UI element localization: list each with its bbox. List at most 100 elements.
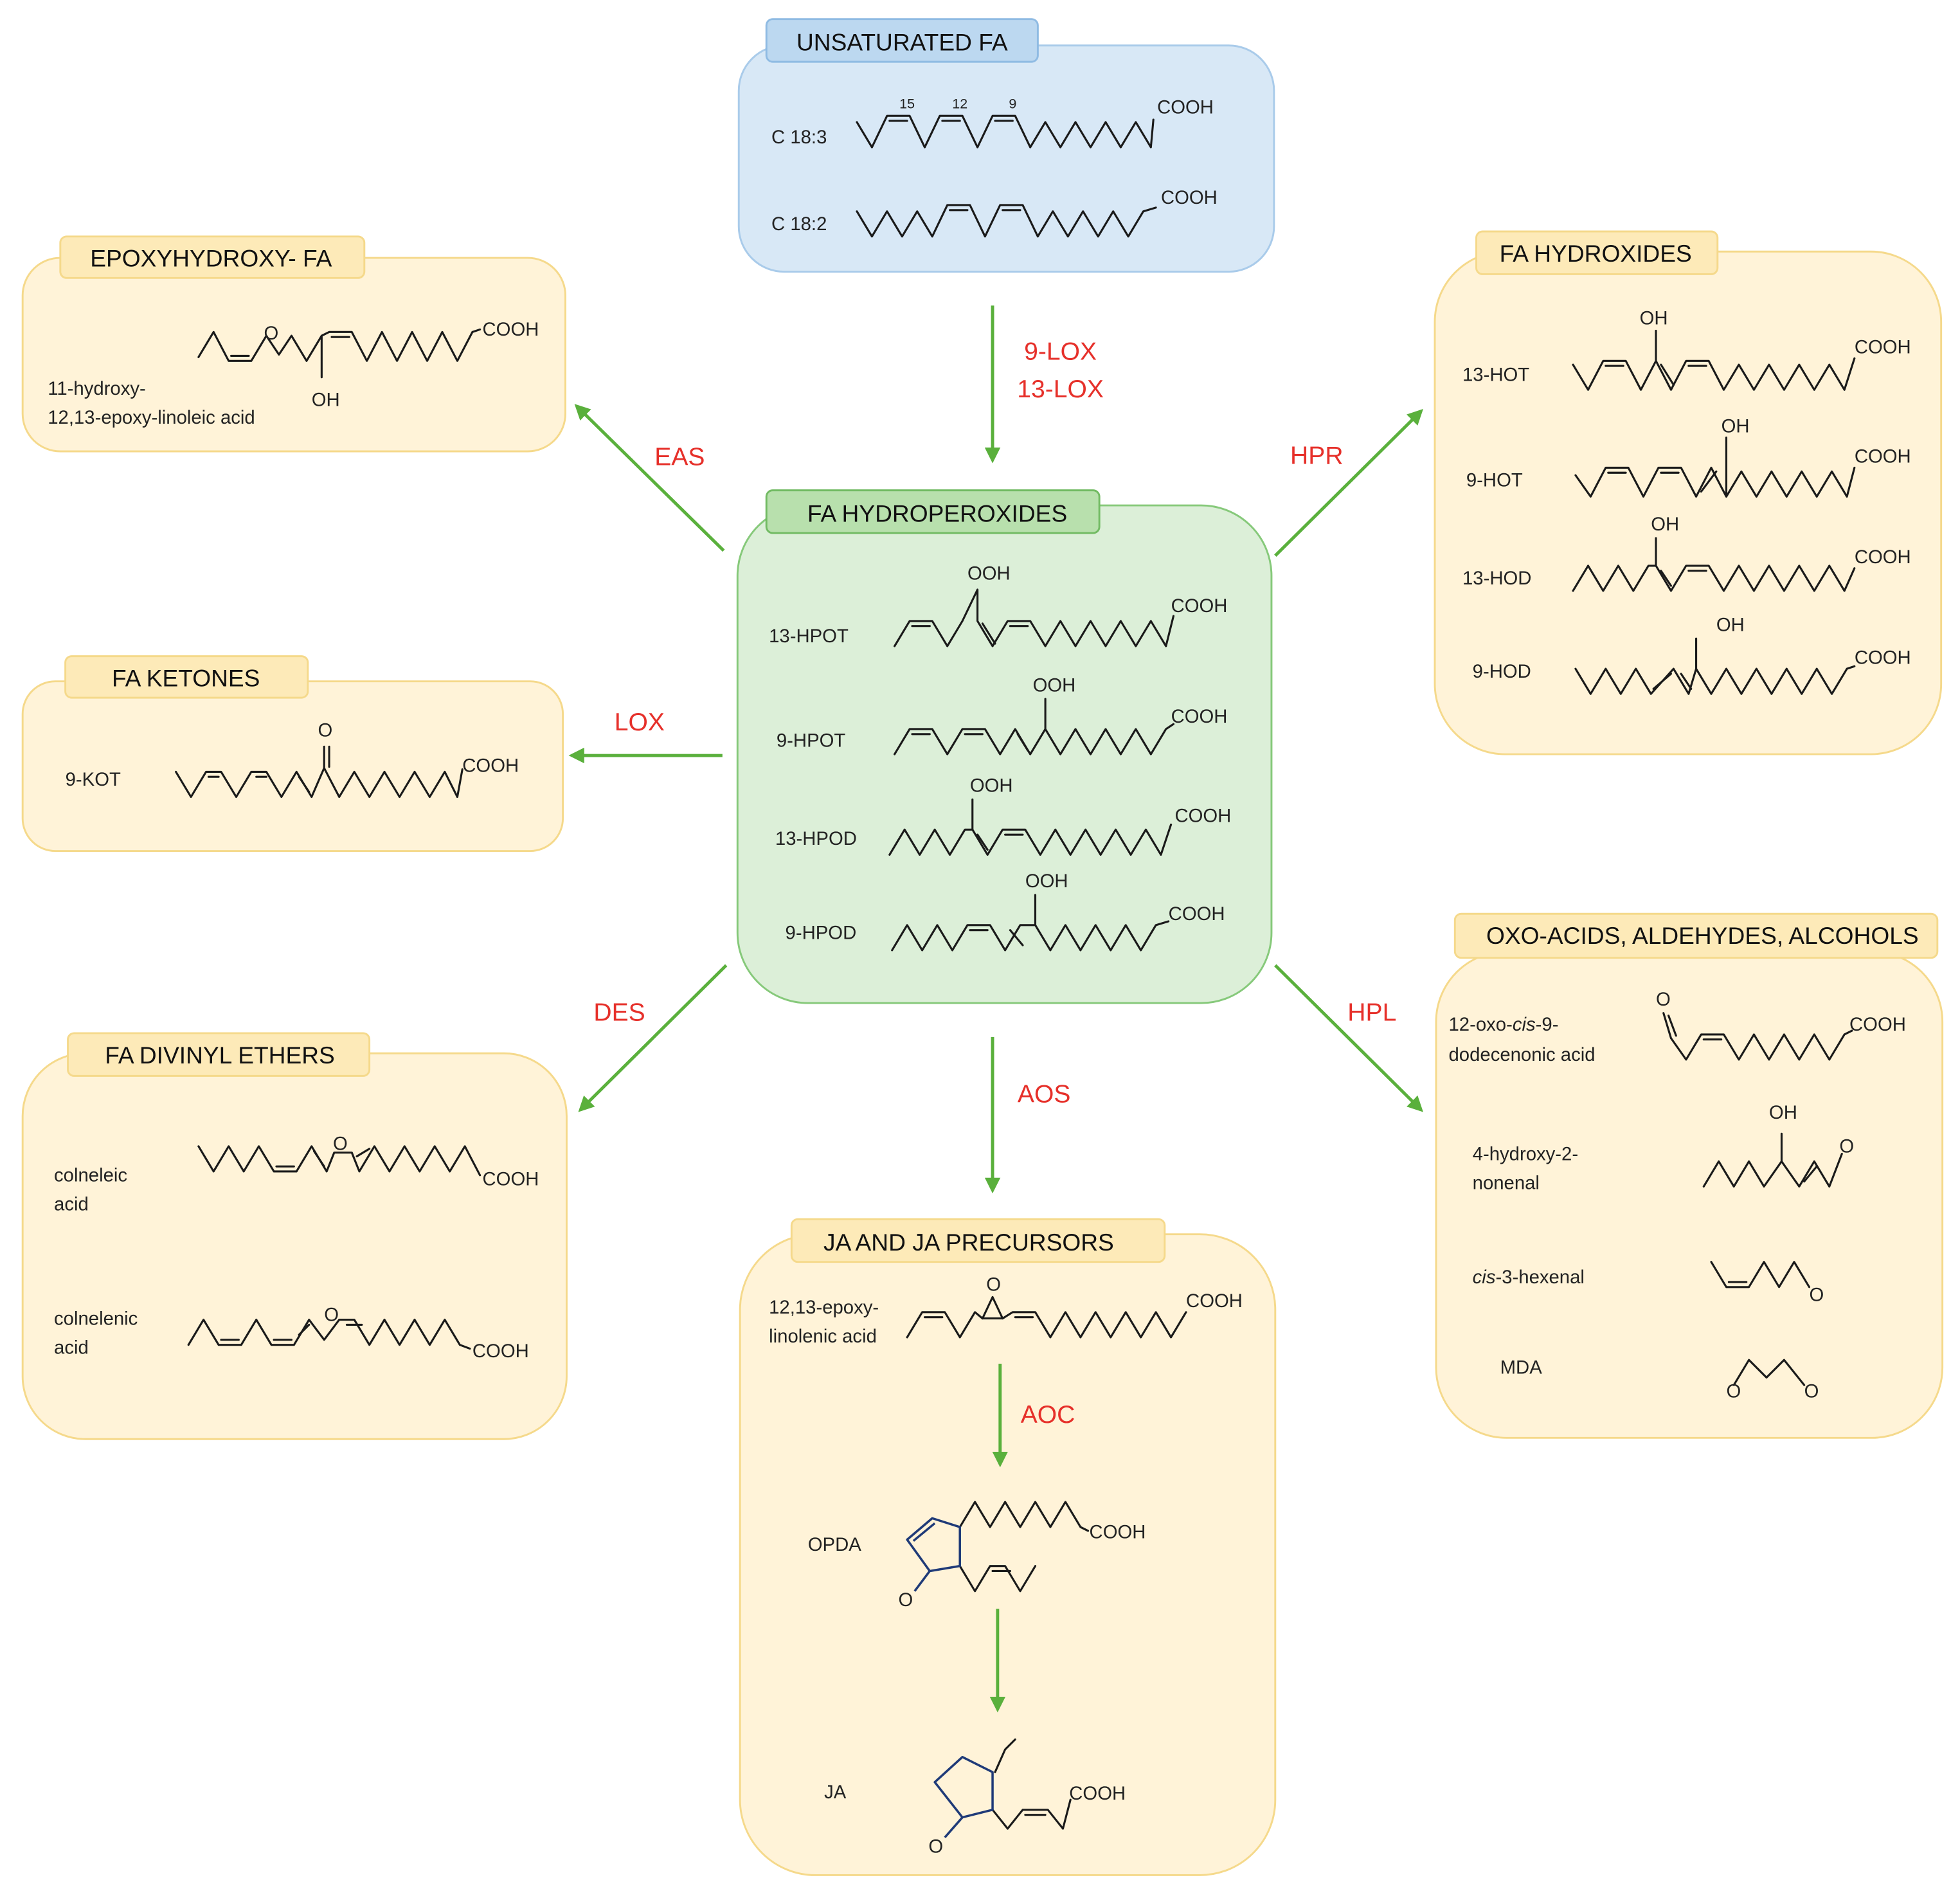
ja-o: O (928, 1836, 943, 1857)
colneleic-ether-o: O (333, 1134, 348, 1155)
13-hod-skeleton (1572, 537, 1856, 592)
9-hot-skeleton (1574, 436, 1856, 498)
divinyl-title: FA DIVINYL ETHERS (105, 1042, 335, 1069)
colneleic-cooh: COOH (483, 1168, 539, 1189)
hydroxides-title-tab (1475, 230, 1719, 275)
9-hot-cooh: COOH (1855, 446, 1911, 467)
13-hot-cooh: COOH (1855, 337, 1911, 358)
epoxy-linolenic-ring-o: O (986, 1274, 1001, 1296)
13-hot-double-bond (1660, 363, 1675, 386)
13-hpod-cooh: COOH (1174, 806, 1231, 827)
mda-o-right: O (1804, 1381, 1819, 1402)
9-hod-skeleton (1574, 637, 1856, 695)
hne-o: O (1839, 1136, 1854, 1157)
9-kot-label: 9-KOT (66, 769, 121, 790)
epoxyhydroxy-skeleton (197, 328, 481, 379)
hexenal-skeleton (1710, 1261, 1811, 1288)
ja-ethyl-chain (994, 1738, 1016, 1773)
9-hod-cooh: COOH (1855, 647, 1911, 668)
ja-cooh: COOH (1069, 1783, 1126, 1804)
epoxy-linolenic-skeleton (906, 1296, 1187, 1339)
enzyme-lox: LOX (615, 709, 665, 736)
13-hpot-double-bond (981, 622, 996, 645)
oxo-acid-label-line2: dodecenonic acid (1449, 1044, 1596, 1065)
13-hod-double-bond (1660, 570, 1673, 587)
ja-title: JA AND JA PRECURSORS (823, 1229, 1114, 1256)
enzyme-eas: EAS (654, 444, 705, 471)
arrow-hpr (1274, 409, 1423, 557)
13-hpot-cooh: COOH (1171, 595, 1228, 617)
unsaturated-title: UNSATURATED FA (796, 29, 1008, 56)
13-hpot-label: 13-HPOT (769, 626, 849, 647)
ja-label: JA (824, 1782, 847, 1803)
enzyme-aoc: AOC (1021, 1401, 1075, 1429)
9-hpod-label: 9-HPOD (786, 922, 857, 943)
opda-lower-chain (958, 1565, 1037, 1593)
9-hpot-skeleton (894, 698, 1175, 755)
ja-lower-chain (991, 1798, 1072, 1830)
c18-3-cooh: COOH (1157, 96, 1214, 118)
unsaturated-panel (737, 44, 1275, 273)
mda-o-left: O (1726, 1381, 1741, 1402)
ja-ring (933, 1755, 994, 1819)
oxo-acid-label-line1: 12-oxo-cis-9- (1449, 1014, 1559, 1035)
9-hpot-double-bond (1016, 733, 1029, 752)
epoxy-linolenic-label-line2: linolenic acid (769, 1326, 877, 1347)
opda-ring (906, 1517, 961, 1573)
9-hod-label: 9-HOD (1473, 661, 1531, 682)
c18-2-cooh: COOH (1161, 187, 1218, 208)
13-hpod-ooh: OOH (970, 775, 1013, 797)
divinyl-title-tab (67, 1032, 371, 1077)
9-hod-oh: OH (1716, 615, 1745, 636)
hne-double-bond (1803, 1165, 1818, 1183)
colnelenic-label-line1: colnelenic (54, 1308, 138, 1329)
13-hpot-ooh: OOH (967, 563, 1011, 584)
oxo-acid-cooh: COOH (1849, 1014, 1906, 1035)
9-hpod-ooh: OOH (1025, 871, 1068, 892)
epoxyhydroxy-oh: OH (312, 390, 340, 411)
oxo-acid-skeleton (1662, 1012, 1853, 1061)
9-hpod-double-bond (1009, 929, 1024, 946)
oxo-title: OXO-ACIDS, ALDEHYDES, ALCOHOLS (1486, 922, 1919, 949)
divinyl-panel (21, 1052, 568, 1440)
9-hpod-cooh: COOH (1169, 903, 1225, 925)
epoxyhydroxy-label-line2: 12,13-epoxy-linoleic acid (48, 407, 255, 428)
9-kot-oxo: O (318, 720, 332, 741)
enzyme-hpl: HPL (1347, 999, 1396, 1026)
mda-label: MDA (1500, 1357, 1543, 1378)
epoxyhydroxy-cooh: COOH (483, 319, 539, 340)
hydroperoxides-title-tab (765, 489, 1101, 534)
9-hpod-skeleton (891, 894, 1170, 952)
9-hod-double-bond (1652, 673, 1673, 690)
13-hod-cooh: COOH (1855, 547, 1911, 568)
enzyme-des: DES (593, 999, 645, 1026)
c18-2-label: C 18:2 (771, 213, 827, 235)
9-kot-cooh: COOH (462, 755, 519, 776)
enzyme-hpr: HPR (1290, 442, 1344, 470)
position-12: 12 (952, 96, 967, 111)
c18-2-skeleton (856, 204, 1157, 238)
colnelenic-cooh: COOH (472, 1341, 529, 1362)
9-hpot-label: 9-HPOT (777, 730, 846, 751)
epoxyhydroxy-title-tab (59, 235, 366, 279)
oxo-title-tab (1453, 912, 1939, 959)
hydroxides-title: FA HYDROXIDES (1500, 240, 1692, 267)
unsaturated-title-tab (765, 18, 1039, 63)
c18-3-skeleton (856, 114, 1155, 149)
opda-carbonyl (913, 1570, 931, 1592)
colnelenic-ether-o: O (324, 1305, 339, 1326)
ja-carbonyl (944, 1816, 964, 1838)
colnelenic-double-bond (298, 1323, 310, 1336)
colnelenic-label-line2: acid (54, 1337, 89, 1358)
oxo-acid-double-bond (1667, 1015, 1677, 1037)
13-hpod-skeleton (888, 798, 1173, 856)
hexenal-label: cis-3-hexenal (1473, 1267, 1585, 1288)
colneleic-skeleton (197, 1145, 481, 1177)
epoxy-linolenic-cooh: COOH (1186, 1290, 1243, 1312)
colneleic-double-bond (313, 1150, 325, 1168)
epoxyhydroxy-ring-o: O (264, 323, 278, 344)
9-hpot-cooh: COOH (1171, 706, 1228, 727)
13-hot-label: 13-HOT (1462, 365, 1529, 386)
